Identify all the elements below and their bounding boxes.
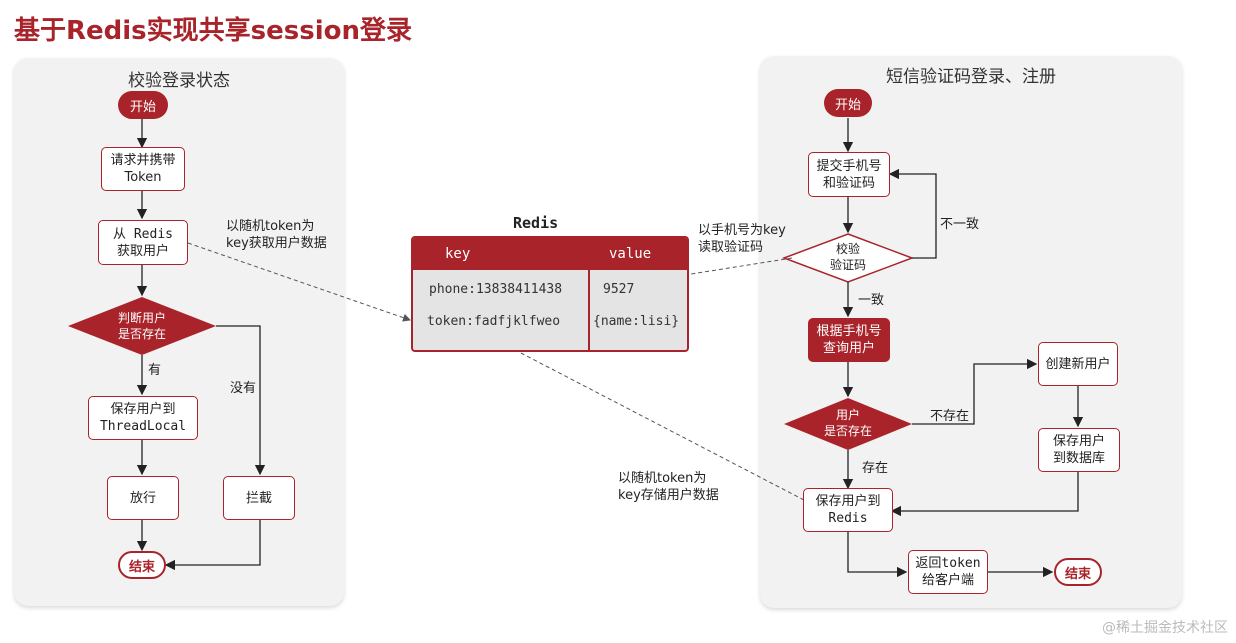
left-decision-diamond <box>68 297 216 355</box>
annotation-read-code: 以手机号为key 读取验证码 <box>698 223 786 255</box>
block-node: 拦截 <box>223 476 295 520</box>
watermark: @稀土掘金技术社区 <box>1102 620 1228 636</box>
right-start-node: 开始 <box>824 89 872 117</box>
exist-label: 存在 <box>862 461 889 476</box>
annotation-store-by-token: 以随机token为 key存储用户数据 <box>618 471 719 503</box>
exists-diamond <box>784 398 912 450</box>
yes-label: 有 <box>148 363 162 378</box>
exists-decision-label: 用户 是否存在 <box>823 408 872 438</box>
annotation-get-by-token: 以随机token为 key获取用户数据 <box>226 219 327 251</box>
redis-row-value: 9527 <box>603 282 635 297</box>
redis-value-header: value <box>609 246 652 262</box>
verify-decision-label: 校验 验证码 <box>829 242 866 272</box>
pass-node: 放行 <box>107 476 179 520</box>
redis-column-divider <box>588 270 590 350</box>
save-db-node: 保存用户 到数据库 <box>1038 428 1120 472</box>
return-token-node: 返回token 给客户端 <box>908 550 988 594</box>
left-start-node: 开始 <box>118 91 168 119</box>
right-end-node: 结束 <box>1054 558 1102 586</box>
match-label: 一致 <box>858 293 885 308</box>
redis-row-key: token:fadfjklfweo <box>427 314 561 329</box>
get-user-redis-node: 从 Redis 获取用户 <box>98 220 188 265</box>
request-token-node: 请求并携带 Token <box>101 147 185 191</box>
redis-key-header: key <box>445 246 471 262</box>
redis-table: key value phone:13838411438 9527 token:f… <box>411 236 689 352</box>
redis-header-row: key value <box>413 238 687 270</box>
save-threadlocal-node: 保存用户到 ThreadLocal <box>88 396 198 440</box>
create-user-node: 创建新用户 <box>1038 342 1118 386</box>
no-label: 没有 <box>230 381 257 396</box>
right-panel-title: 短信验证码登录、注册 <box>886 67 1056 87</box>
mismatch-label: 不一致 <box>940 217 980 232</box>
left-panel-title: 校验登录状态 <box>128 71 230 91</box>
left-end-node: 结束 <box>118 551 166 579</box>
not-exist-label: 不存在 <box>930 409 970 424</box>
page-title: 基于Redis实现共享session登录 <box>14 16 412 46</box>
save-redis-node: 保存用户到 Redis <box>803 488 893 532</box>
redis-title: Redis <box>513 214 559 232</box>
submit-phone-code-node: 提交手机号 和验证码 <box>808 152 890 197</box>
left-decision-label: 判断用户 是否存在 <box>117 311 166 341</box>
redis-row-key: phone:13838411438 <box>429 282 563 297</box>
query-user-node: 根据手机号 查询用户 <box>808 318 890 362</box>
redis-row-value: {name:lisi} <box>593 314 680 329</box>
